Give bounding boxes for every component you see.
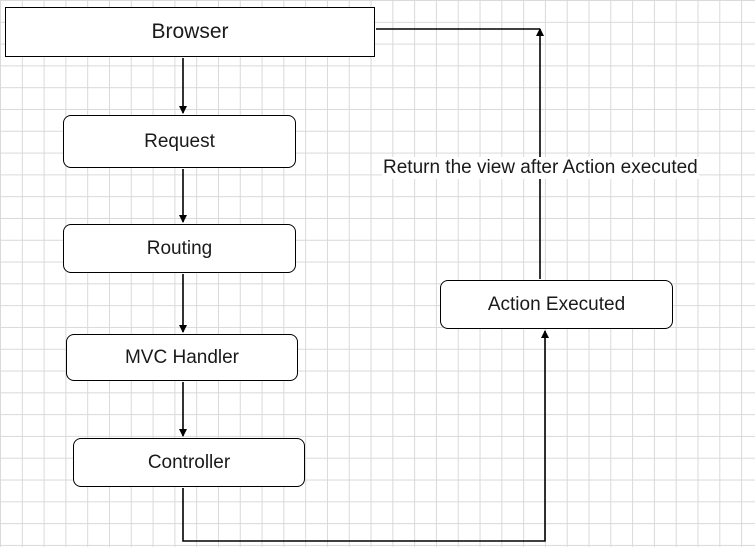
- routing-node: Routing: [63, 224, 296, 273]
- controller-node: Controller: [73, 438, 305, 487]
- return-view-label: Return the view after Action executed: [382, 157, 699, 179]
- browser-node: Browser: [5, 7, 375, 57]
- action-executed-node: Action Executed: [440, 280, 673, 329]
- request-node: Request: [63, 115, 296, 168]
- mvc-handler-node: MVC Handler: [66, 334, 298, 381]
- arrow-controller-to-action-executed: [182, 330, 549, 542]
